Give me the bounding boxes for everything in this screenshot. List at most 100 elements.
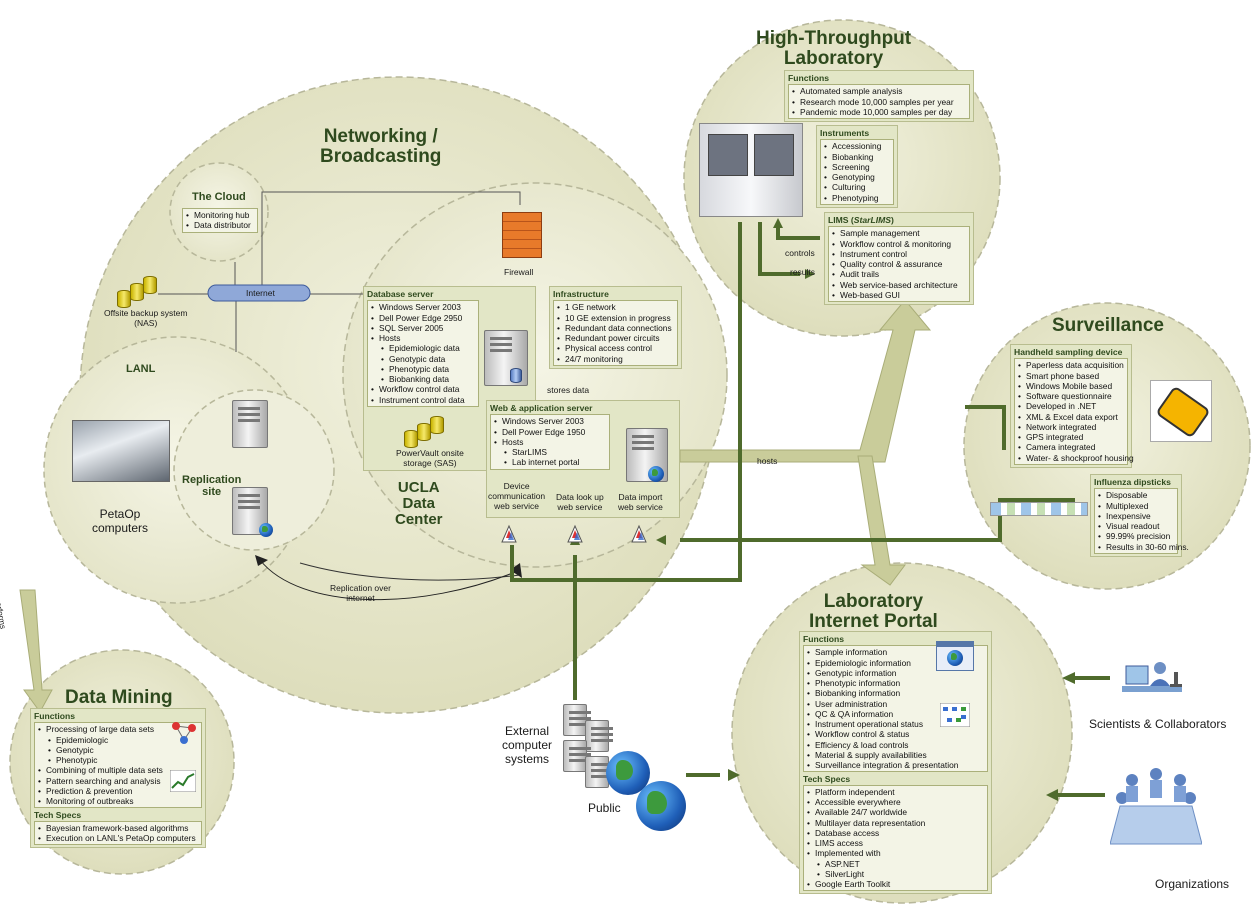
powervault-disk-icon xyxy=(404,430,418,448)
web-service-icon xyxy=(567,524,583,543)
web-service-icon xyxy=(501,524,517,543)
replication-circle xyxy=(173,389,335,551)
replication-server-icon xyxy=(232,400,268,448)
dipsticks-box: Influenza dipsticks Disposable Multiplex… xyxy=(1090,474,1189,557)
web-item: Hosts xyxy=(494,437,606,448)
portal-item: Workflow control & status xyxy=(807,729,984,740)
globe-icon xyxy=(648,466,664,482)
workflow-icon xyxy=(940,703,970,727)
external-server-icon xyxy=(585,720,613,752)
dipsticks-image xyxy=(990,502,1088,516)
datamining-functions-list: Processing of large data sets Epidemiolo… xyxy=(34,722,202,809)
infra-item: 24/7 monitoring xyxy=(557,354,674,365)
portal-window-icon xyxy=(936,641,974,671)
datamining-box: Functions Processing of large data sets … xyxy=(30,708,206,849)
portal-tech-list: Platform independent Accessible everywhe… xyxy=(803,784,988,892)
portal-tech-item: Available 24/7 worldwide xyxy=(807,807,984,818)
dipstick-item: 99.99% precision xyxy=(1098,531,1174,542)
portal-title: Laboratory Internet Portal xyxy=(809,591,938,632)
dipstick-item: Results in 30-60 mins. xyxy=(1098,542,1189,553)
datamining-title: Data Mining xyxy=(65,687,173,708)
datamining-tech-title: Tech Specs xyxy=(34,810,82,821)
lims-list: Sample management Workflow control & mon… xyxy=(828,226,970,303)
lims-item: Quality control & assurance xyxy=(832,259,966,270)
powervault-label: PowerVault onsite storage (SAS) xyxy=(396,448,464,468)
infrastructure-title: Infrastructure xyxy=(553,289,609,299)
replication-label: Replication over internet xyxy=(330,583,391,603)
database-server-list: Windows Server 2003 Dell Power Edge 2950… xyxy=(367,300,479,407)
portal-tech-item: LIMS access xyxy=(807,838,984,849)
device-item: Smart phone based xyxy=(1018,371,1124,382)
results-label: results xyxy=(790,267,816,277)
htl-functions-list: Automated sample analysis Research mode … xyxy=(788,84,970,120)
stores-data-label: stores data xyxy=(547,385,590,395)
portal-item: Biobanking information xyxy=(807,688,984,699)
external-server-icon xyxy=(563,704,591,736)
device-item: Network integrated xyxy=(1018,422,1124,433)
instrument-item: Biobanking xyxy=(824,152,890,163)
device-item: Paperless data acquisition xyxy=(1018,360,1124,371)
lanl-title: LANL xyxy=(126,363,156,375)
public-label: Public xyxy=(588,801,621,815)
portal-item: Efficiency & load controls xyxy=(807,740,984,751)
hosts-label: hosts xyxy=(757,456,778,466)
portal-box: Functions Sample information Epidemiolog… xyxy=(799,631,992,895)
portal-functions-title: Functions xyxy=(803,634,845,644)
dm-tech-item: Bayesian framework-based algorithms xyxy=(38,823,198,834)
portal-tech-title: Tech Specs xyxy=(803,774,851,785)
db-sub-item: Genotypic data xyxy=(371,354,475,365)
portal-item: Genotypic information xyxy=(807,668,984,679)
powervault-disk-icon xyxy=(430,416,444,434)
web-server-box: Web & application server Windows Server … xyxy=(486,400,680,518)
organizations-label: Organizations xyxy=(1155,877,1230,891)
datamining-tech-list: Bayesian framework-based algorithms Exec… xyxy=(34,820,202,846)
handheld-device-title: Handheld sampling device xyxy=(1014,347,1123,357)
lims-item: Audit trails xyxy=(832,269,966,280)
handheld-device-box: Handheld sampling device Paperless data … xyxy=(1010,344,1134,468)
offsite-backup-label: Offsite backup system (NAS) xyxy=(104,308,188,328)
cloud-title: The Cloud xyxy=(192,191,246,203)
db-item: Windows Server 2003 xyxy=(371,302,475,313)
database-icon xyxy=(510,368,522,383)
infrastructure-list: 1 GE network 10 GE extension in progress… xyxy=(553,300,678,366)
device-item: XML & Excel data export xyxy=(1018,412,1124,423)
dipstick-item: Multiplexed xyxy=(1098,501,1174,512)
htl-function-item: Research mode 10,000 samples per year xyxy=(792,97,966,108)
instrument-item: Screening xyxy=(824,162,890,173)
database-server-title: Database server xyxy=(367,289,434,299)
lims-item: Web-based GUI xyxy=(832,290,966,301)
db-item: SQL Server 2005 xyxy=(371,323,475,334)
web-item: Dell Power Edge 1950 xyxy=(494,427,606,438)
db-item: Hosts xyxy=(371,333,475,344)
portal-item: Surveillance integration & presentation xyxy=(807,760,984,771)
infra-item: Redundant data connections xyxy=(557,323,674,334)
networking-title: Networking / Broadcasting xyxy=(320,126,442,167)
offsite-disk-icon xyxy=(117,290,131,308)
portal-item: Material & supply availabilities xyxy=(807,750,984,761)
replication-site-title: Replication site xyxy=(182,474,242,498)
petaop-label: PetaOp computers xyxy=(92,507,149,535)
dm-tech-item: Execution on LANL's PetaOp computers xyxy=(38,833,198,844)
instrument-item: Accessioning xyxy=(824,141,890,152)
dm-item: Prediction & prevention xyxy=(38,786,198,797)
device-item: Software questionnaire xyxy=(1018,391,1124,402)
cloud-item: Monitoring hub xyxy=(186,210,254,221)
dipstick-item: Visual readout xyxy=(1098,521,1174,532)
dipsticks-title: Influenza dipsticks xyxy=(1094,477,1171,487)
htl-title: High-Throughput Laboratory xyxy=(756,28,912,69)
infra-item: 10 GE extension in progress xyxy=(557,313,674,324)
web-service-label: Data import web service xyxy=(618,492,663,512)
controls-label: controls xyxy=(785,248,815,258)
web-service-label: Device communication web service xyxy=(488,481,546,511)
offsite-disk-icon xyxy=(143,276,157,294)
internet-pipe xyxy=(207,284,311,302)
line-chart-icon xyxy=(170,770,196,792)
htl-functions-box: Functions Automated sample analysis Rese… xyxy=(784,70,974,123)
ucla-title: UCLA Data Center xyxy=(395,479,443,528)
web-service-label: Data look up web service xyxy=(556,492,604,512)
dm-item: Combining of multiple data sets xyxy=(38,765,198,776)
htl-instruments-box: Instruments Accessioning Biobanking Scre… xyxy=(816,125,898,208)
dm-item: Monitoring of outbreaks xyxy=(38,796,198,807)
network-graph-icon xyxy=(172,722,196,744)
public-globe-icon xyxy=(636,781,686,831)
